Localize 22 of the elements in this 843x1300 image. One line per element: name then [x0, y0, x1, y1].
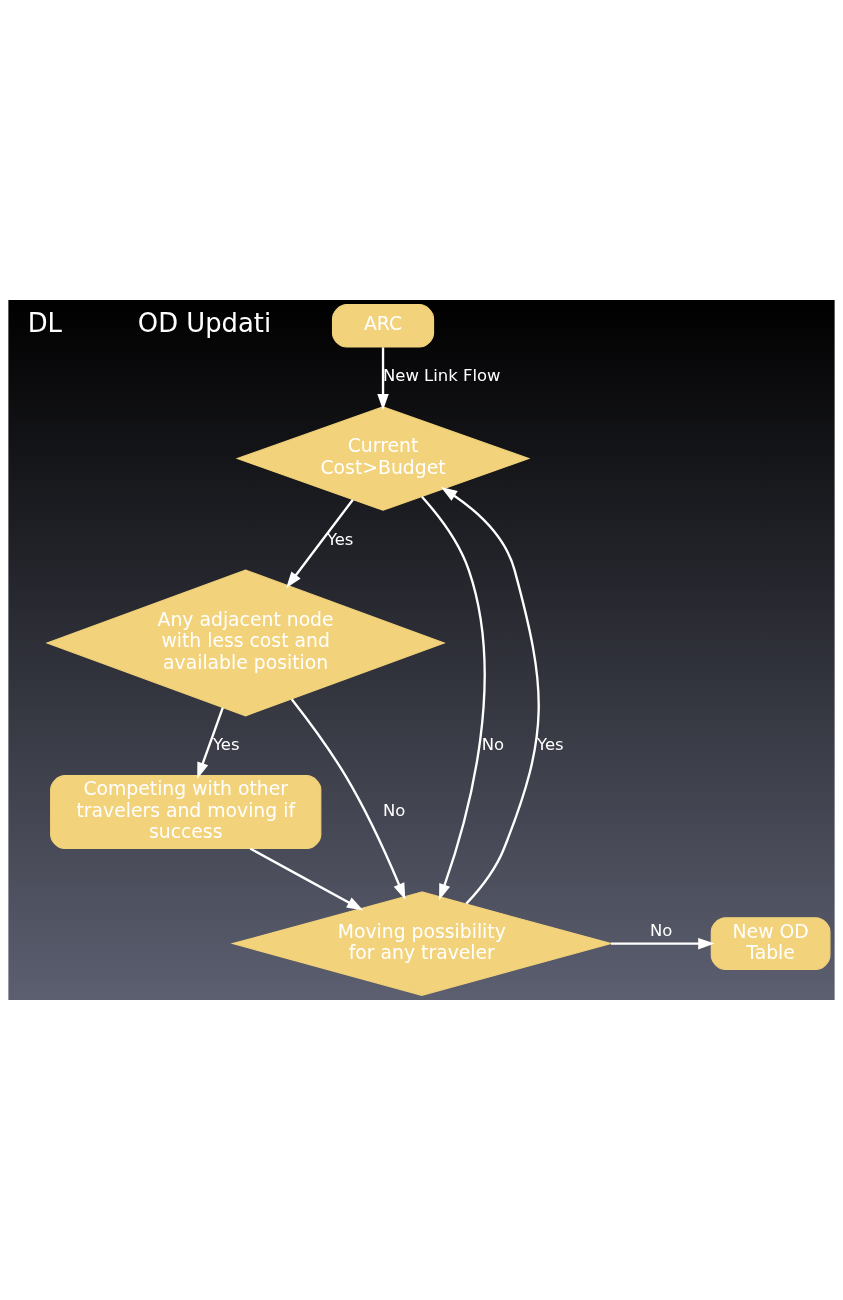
arrow [377, 347, 389, 411]
edge-label: No [383, 801, 406, 821]
node-box: Competing with other travelers and moving if success [50, 775, 322, 850]
node-diamond: Moving possibility for any traveler [230, 891, 614, 996]
node-box: New OD Table [710, 917, 831, 971]
node-box: ARC [331, 304, 435, 348]
edge-label: Yes [326, 529, 354, 549]
edge-label: No [481, 735, 505, 755]
arrow [421, 496, 486, 901]
edge-label: Yes [537, 735, 564, 755]
arrow [197, 707, 224, 779]
arrow [249, 847, 364, 911]
edge-label: No [649, 920, 673, 940]
edge-label: Yes [212, 735, 240, 755]
arrow [440, 486, 540, 905]
arrow [611, 937, 715, 950]
arrow [290, 698, 406, 900]
edge-label: New Link Flow [383, 366, 501, 386]
node-diamond: Current Cost>Budget [235, 406, 531, 511]
label: DL [27, 308, 62, 339]
arrow [286, 499, 354, 589]
label: OD Updati [137, 308, 272, 339]
